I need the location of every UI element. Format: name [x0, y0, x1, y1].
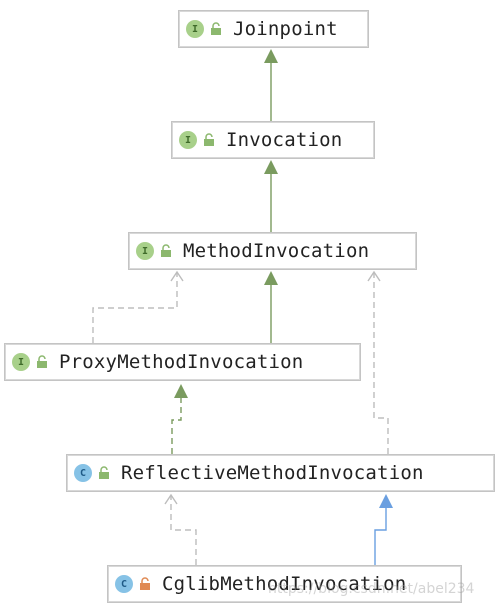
public-lock-icon — [161, 244, 171, 257]
arrowhead-invocation — [264, 160, 278, 174]
arrowhead-reflective — [379, 494, 393, 508]
node-label: ReflectiveMethodInvocation — [121, 462, 424, 484]
node-label: CglibMethodInvocation — [162, 573, 407, 595]
node-label: MethodInvocation — [183, 240, 370, 262]
open-arrowhead-methodinvocation-right — [367, 270, 381, 282]
interface-icon: I — [186, 20, 204, 38]
private-lock-icon — [140, 577, 150, 590]
edge-proxy-methodinvocation-dashed — [92, 272, 178, 343]
arrowhead-methodinvocation — [264, 271, 278, 285]
node-invocation[interactable]: I Invocation — [171, 121, 375, 159]
node-label: ProxyMethodInvocation — [59, 351, 304, 373]
public-lock-icon — [204, 133, 214, 146]
interface-icon: I — [12, 353, 30, 371]
node-cglib-method-invocation[interactable]: C CglibMethodInvocation — [107, 565, 462, 603]
node-label: Invocation — [226, 129, 343, 151]
edge-cglib-reflective-dashed — [170, 495, 197, 565]
edge-cglib-reflective — [374, 508, 387, 565]
node-joinpoint[interactable]: I Joinpoint — [178, 10, 369, 48]
node-reflective-method-invocation[interactable]: C ReflectiveMethodInvocation — [66, 454, 495, 492]
arrowhead-proxy — [174, 384, 188, 398]
public-lock-icon — [37, 355, 47, 368]
open-arrowhead-reflective — [164, 493, 178, 505]
open-arrowhead-methodinvocation-left — [170, 270, 184, 282]
class-icon: C — [74, 464, 92, 482]
edge-reflective-proxy — [171, 398, 182, 454]
watermark: https://blog.csdn.net/abel234 — [268, 581, 475, 597]
node-label: Joinpoint — [233, 18, 338, 40]
interface-icon: I — [179, 131, 197, 149]
node-proxy-method-invocation[interactable]: I ProxyMethodInvocation — [4, 343, 361, 381]
class-icon: C — [115, 575, 133, 593]
node-method-invocation[interactable]: I MethodInvocation — [128, 232, 417, 270]
public-lock-icon — [99, 466, 109, 479]
public-lock-icon — [211, 22, 221, 35]
edge-reflective-methodinvocation-dashed — [373, 272, 389, 454]
arrowhead-joinpoint — [264, 49, 278, 63]
interface-icon: I — [136, 242, 154, 260]
